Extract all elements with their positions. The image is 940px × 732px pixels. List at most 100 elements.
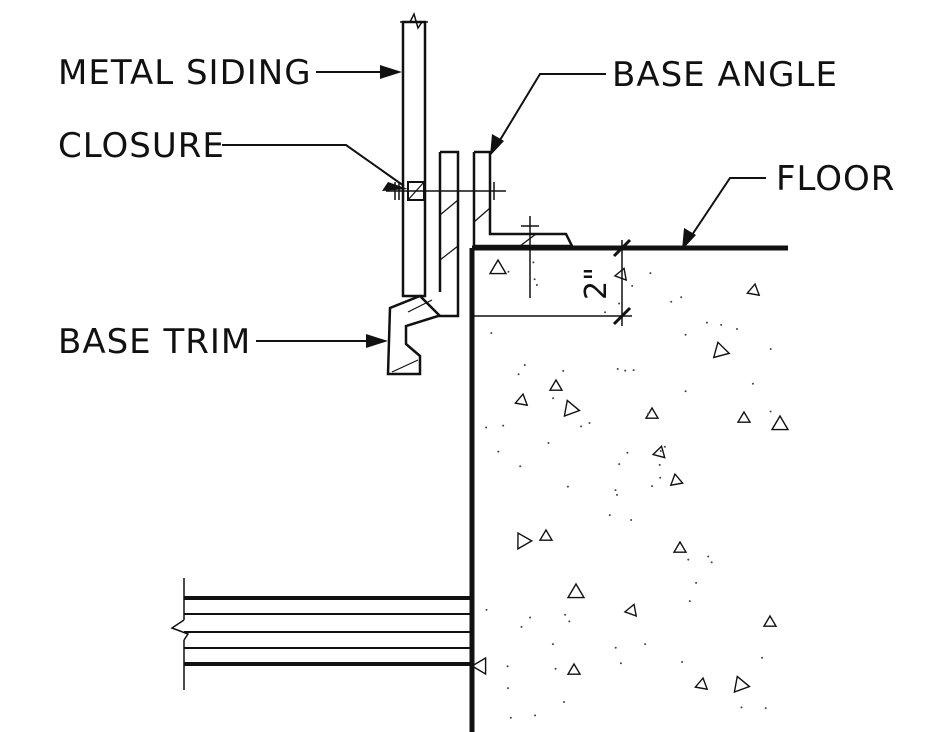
- arrowhead-base-trim: [366, 334, 388, 348]
- aggregate-dot: [720, 323, 723, 326]
- base-angle: [472, 150, 575, 298]
- aggregate-dot: [630, 519, 633, 521]
- aggregate-triangle: [736, 410, 752, 423]
- aggregate-dot: [710, 561, 713, 564]
- aggregate-triangle: [613, 267, 628, 282]
- leader-base-angle: [493, 73, 606, 151]
- aggregate-dot: [580, 425, 583, 428]
- angle-hatch-2: [519, 233, 537, 247]
- label-closure: CLOSURE: [58, 126, 225, 166]
- wall-joists: [170, 578, 472, 690]
- aggregate-triangle: [538, 528, 554, 541]
- aggregate-dot: [688, 600, 691, 603]
- aggregate-triangle: [470, 656, 487, 676]
- aggregate-dot: [547, 442, 550, 444]
- trim-hatch-1: [439, 199, 459, 216]
- arrowhead-floor: [682, 228, 696, 250]
- aggregate-dot: [533, 278, 536, 281]
- aggregate-dot: [626, 451, 629, 454]
- label-base-angle: BASE ANGLE: [612, 55, 838, 95]
- aggregate-dot: [566, 485, 569, 488]
- aggregate-dot: [707, 555, 710, 558]
- label-base-trim: BASE TRIM: [58, 322, 251, 362]
- aggregate-triangle: [517, 531, 534, 551]
- aggregate-dot: [614, 646, 617, 649]
- aggregate-dot: [658, 463, 661, 466]
- aggregate-triangle: [651, 444, 666, 459]
- aggregate-dot: [563, 701, 565, 703]
- aggregate-dot: [687, 558, 690, 561]
- aggregate-dot: [529, 616, 532, 619]
- angle-hatch-1: [473, 207, 491, 223]
- aggregate-dot: [761, 656, 764, 659]
- arrowhead-base-angle: [490, 134, 504, 156]
- aggregate-dot: [497, 450, 500, 453]
- aggregate-dot: [519, 465, 522, 468]
- aggregate-dot: [532, 261, 535, 264]
- aggregate-triangle: [488, 258, 508, 275]
- aggregate-dot: [509, 716, 512, 719]
- leader-floor: [685, 177, 766, 245]
- aggregate-triangle: [672, 540, 688, 553]
- aggregate-triangle: [712, 340, 731, 359]
- aggregate-dot: [588, 422, 591, 424]
- aggregate-dot: [649, 272, 652, 275]
- aggregate-dot: [520, 625, 523, 628]
- aggregate-dot: [644, 643, 647, 646]
- aggregate-dot: [651, 485, 654, 488]
- aggregate-dot: [681, 661, 684, 663]
- aggregate-dot: [604, 311, 606, 314]
- aggregate-dot: [535, 284, 538, 286]
- concrete-slab: [469, 245, 790, 732]
- aggregate-dot: [659, 476, 662, 479]
- aggregate-dot: [684, 333, 687, 336]
- aggregate-triangle: [694, 676, 709, 691]
- arrowhead-metal-siding: [380, 65, 402, 79]
- aggregate-dot: [568, 620, 571, 623]
- aggregate-triangle: [563, 399, 581, 418]
- aggregate-dot: [517, 373, 520, 376]
- label-floor: FLOOR: [776, 159, 895, 199]
- aggregate-dot: [562, 369, 565, 372]
- trim-hatch-4: [391, 359, 419, 373]
- aggregate-dot: [670, 300, 673, 303]
- aggregate-dot: [624, 369, 627, 372]
- aggregate-dot: [631, 284, 634, 287]
- aggregate-triangle: [644, 406, 660, 419]
- aggregate-dot: [705, 321, 708, 324]
- aggregate-triangle: [566, 582, 586, 599]
- break-line-top: [400, 11, 428, 30]
- aggregate-dot: [490, 332, 493, 334]
- aggregate-dot: [554, 667, 557, 670]
- aggregate-dot: [485, 426, 488, 429]
- aggregate-triangle: [669, 472, 684, 487]
- aggregate-dot: [659, 450, 662, 452]
- aggregate-triangle: [514, 392, 529, 407]
- siding-panel-outline: [401, 20, 427, 298]
- aggregate-dot: [506, 687, 509, 690]
- aggregate-dot: [502, 424, 505, 427]
- aggregate-dot: [663, 445, 666, 448]
- aggregate-dot: [552, 397, 555, 400]
- aggregate-triangle: [566, 662, 582, 675]
- aggregate-triangle: [746, 282, 761, 297]
- aggregate-triangle: [548, 378, 564, 391]
- aggregate-dot: [684, 390, 687, 393]
- metal-siding-panel: [400, 11, 428, 298]
- leader-closure: [222, 144, 405, 187]
- aggregate-dot: [764, 707, 767, 710]
- fastener: [386, 182, 506, 200]
- trim-hatch-2: [439, 245, 459, 261]
- aggregate-triangle: [762, 614, 778, 627]
- aggregate-dot: [769, 348, 772, 350]
- dimension-2in: 2": [472, 238, 632, 326]
- base-angle-outline: [472, 150, 575, 248]
- aggregate-dot: [616, 493, 618, 496]
- aggregate-dot: [647, 413, 650, 415]
- aggregate-dot: [740, 706, 743, 709]
- aggregate-dot: [564, 613, 567, 616]
- aggregate-dot: [619, 662, 622, 665]
- leaders: [222, 65, 766, 348]
- dimension-tick-top: [612, 238, 632, 258]
- aggregate-triangle: [733, 675, 751, 694]
